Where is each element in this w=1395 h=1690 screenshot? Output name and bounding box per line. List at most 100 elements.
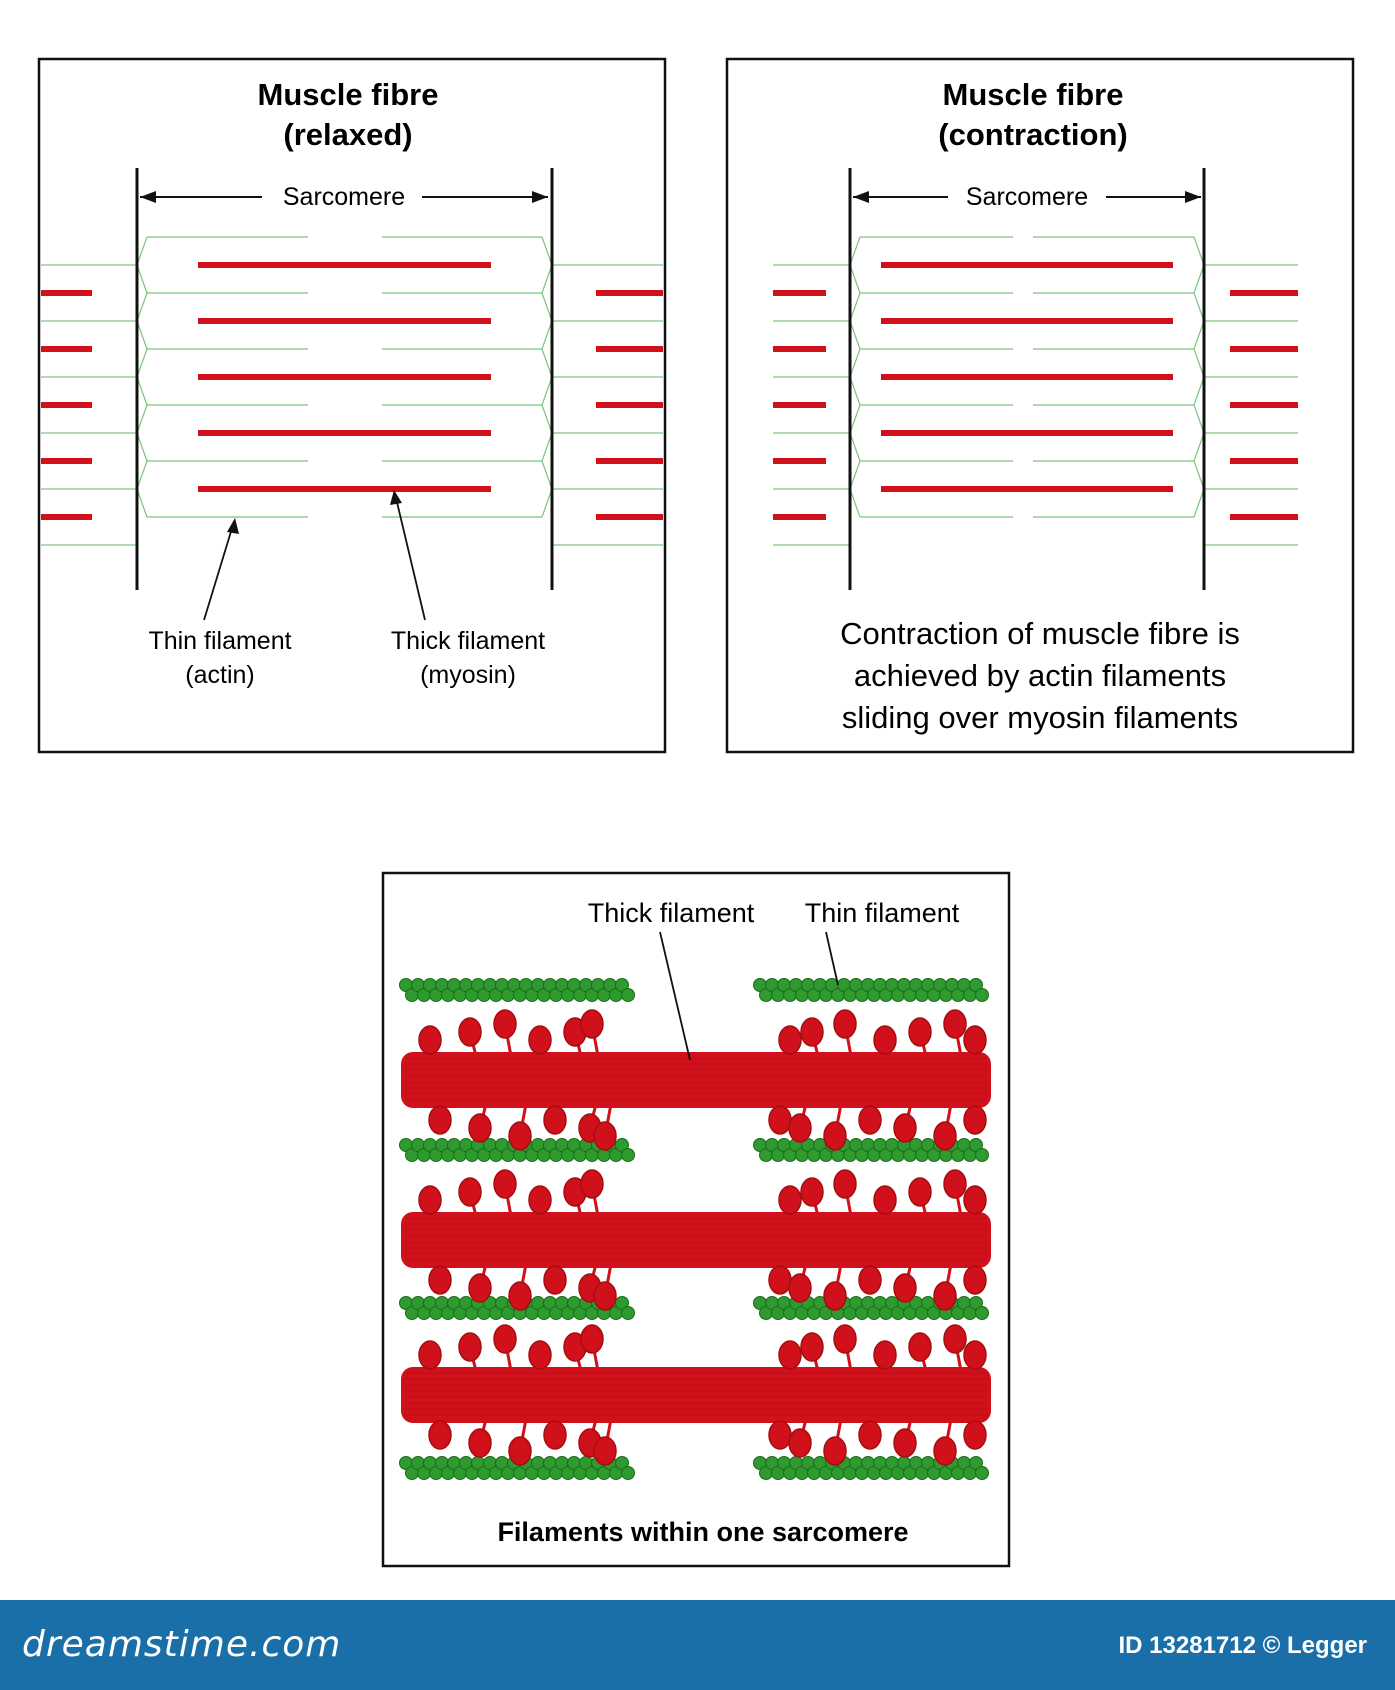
myosin-head (428, 1420, 452, 1450)
thick-filament (401, 1324, 991, 1466)
myosin-head (418, 1185, 442, 1215)
myosin-head (768, 1265, 792, 1295)
myosin-head (778, 1340, 802, 1370)
actin-bead (621, 1306, 635, 1320)
actin-bead (975, 1306, 989, 1320)
myosin-head (468, 1273, 492, 1303)
myosin-head (528, 1025, 552, 1055)
actin-bead (975, 1466, 989, 1480)
thick-filament (401, 1009, 991, 1151)
myosin-head (800, 1177, 824, 1207)
myosin-head (893, 1428, 917, 1458)
myosin-head (788, 1428, 812, 1458)
myosin-head (933, 1121, 957, 1151)
myosin-head (580, 1169, 604, 1199)
myosin-head (508, 1436, 532, 1466)
detail-thin-label: Thin filament (805, 898, 960, 928)
thin-filament-pointer (203, 518, 239, 621)
myosin-head (943, 1324, 967, 1354)
detail-filaments (399, 978, 991, 1480)
contraction-caption-line3: sliding over myosin filaments (842, 700, 1238, 735)
actin-bead (975, 988, 989, 1002)
sarcomere-label-contracted: Sarcomere (966, 183, 1088, 211)
myosin-head (788, 1113, 812, 1143)
myosin-head (933, 1436, 957, 1466)
thin-filament-leader (825, 931, 839, 986)
detail-thick-label: Thick filament (588, 898, 755, 928)
thin-filament-chain (399, 1456, 635, 1480)
contraction-caption-line1: Contraction of muscle fibre is (840, 616, 1240, 651)
myosin-head (593, 1436, 617, 1466)
myosin-head (768, 1420, 792, 1450)
thick-filament-leader (659, 931, 691, 1061)
myosin-label: (myosin) (420, 661, 516, 689)
myosin-head (493, 1324, 517, 1354)
thin-filament-label: Thin filament (148, 627, 291, 655)
myosin-head (963, 1420, 987, 1450)
myosin-head (418, 1340, 442, 1370)
actin-bead (621, 988, 635, 1002)
muscle-diagram: Muscle fibre (relaxed) Sarcomere Thin fi… (37, 57, 1355, 1568)
sarcomere-dimension: Sarcomere (140, 183, 548, 211)
brand-logo: dreamstime.com (22, 1624, 342, 1665)
panel-relaxed: Muscle fibre (relaxed) Sarcomere Thin fi… (37, 57, 667, 754)
myosin-head (823, 1121, 847, 1151)
myosin-head (963, 1340, 987, 1370)
myosin-head (873, 1025, 897, 1055)
myosin-head (800, 1332, 824, 1362)
thin-filament-chain (399, 1138, 635, 1162)
thin-filament-chain (399, 978, 635, 1002)
myosin-head (823, 1436, 847, 1466)
sarcomere-dimension-contracted: Sarcomere (853, 183, 1201, 211)
myosin-head (418, 1025, 442, 1055)
myosin-head (508, 1281, 532, 1311)
myosin-head (858, 1420, 882, 1450)
thin-filament-chain (753, 1138, 989, 1162)
actin-bead (975, 1148, 989, 1162)
image-credit: ID 13281712 © Legger (1118, 1632, 1367, 1659)
myosin-head (458, 1017, 482, 1047)
panel-relaxed-title-line1: Muscle fibre (258, 77, 439, 112)
myosin-head (833, 1324, 857, 1354)
myosin-head (428, 1105, 452, 1135)
myosin-head (963, 1025, 987, 1055)
myosin-head (778, 1025, 802, 1055)
panel-detail-frame (381, 871, 1011, 1568)
myosin-head (528, 1185, 552, 1215)
myosin-head (768, 1105, 792, 1135)
myosin-head (908, 1332, 932, 1362)
thick-filament-label: Thick filament (391, 627, 545, 655)
thin-filament-chain (753, 1296, 989, 1320)
myosin-head (468, 1428, 492, 1458)
myosin-head (543, 1105, 567, 1135)
panel-contraction: Muscle fibre (contraction) Sarcomere Con… (725, 57, 1355, 754)
myosin-head (458, 1177, 482, 1207)
thin-filament-chain (753, 978, 989, 1002)
myosin-head (543, 1265, 567, 1295)
myosin-head (528, 1340, 552, 1370)
actin-bead (621, 1148, 635, 1162)
myosin-head (943, 1169, 967, 1199)
myosin-head (493, 1169, 517, 1199)
myosin-head (908, 1017, 932, 1047)
myosin-head (893, 1273, 917, 1303)
myosin-head (963, 1105, 987, 1135)
myosin-head (800, 1017, 824, 1047)
myosin-head (580, 1324, 604, 1354)
myosin-head (788, 1273, 812, 1303)
panel-relaxed-title-line2: (relaxed) (283, 117, 412, 152)
myosin-head (893, 1113, 917, 1143)
myosin-head (908, 1177, 932, 1207)
myosin-head (873, 1340, 897, 1370)
panel-contraction-frame (725, 57, 1355, 754)
myosin-head (508, 1121, 532, 1151)
myosin-head (963, 1265, 987, 1295)
sarcomere-label: Sarcomere (283, 183, 405, 211)
myosin-head (458, 1332, 482, 1362)
panel-detail: Thick filament Thin filament Filaments w… (381, 871, 1011, 1568)
thick-filament-pointer (390, 490, 426, 621)
myosin-head (778, 1185, 802, 1215)
actin-bead (621, 1466, 635, 1480)
myosin-head (833, 1169, 857, 1199)
panel-relaxed-frame (37, 57, 667, 754)
